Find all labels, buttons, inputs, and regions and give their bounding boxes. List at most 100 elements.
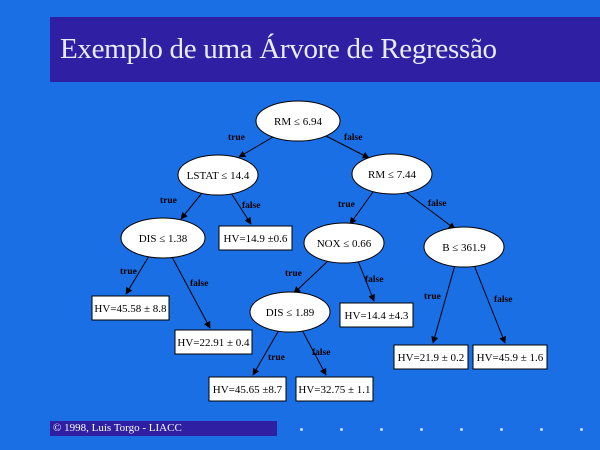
leaf-box <box>174 329 253 355</box>
node-label: HV=45.58 ± 8.8 <box>94 303 167 315</box>
edge-b-3619-to-leaf-459: false <box>473 264 512 344</box>
edge-arrow <box>171 256 211 329</box>
leaf-node-leaf-4565: HV=45.65 ±8.7 <box>208 376 287 402</box>
node-label: HV=14.9 ±0.6 <box>224 233 288 245</box>
decorative-dot <box>460 428 463 431</box>
edge-arrow <box>357 260 375 302</box>
node-label: RM ≤ 6.94 <box>274 116 322 128</box>
edge-lstat-144-to-dis-138: true <box>160 192 203 220</box>
edge-arrow <box>406 192 456 230</box>
footer-bar: © 1998, Luís Torgo - LIACC <box>50 421 277 436</box>
decorative-dot <box>500 428 503 431</box>
leaf-node-leaf-3275: HV=32.75 ± 1.1 <box>295 376 374 402</box>
node-label: HV=45.65 ±8.7 <box>213 384 283 396</box>
test-node-rm-694: RM ≤ 6.94 <box>255 100 341 142</box>
decorative-dot <box>420 428 423 431</box>
node-label: NOX ≤ 0.66 <box>317 238 372 250</box>
node-label: B ≤ 361.9 <box>442 242 486 254</box>
edge-b-3619-to-leaf-219: true <box>424 264 456 344</box>
node-label: HV=22.91 ± 0.4 <box>177 337 250 349</box>
edge-nox-066-to-leaf-144: false <box>357 260 383 302</box>
node-label: DIS ≤ 1.89 <box>266 307 315 319</box>
edge-nox-066-to-dis-189: true <box>285 260 329 294</box>
title-bar: Exemplo de uma Árvore de Regressão <box>50 17 600 82</box>
decorative-dots <box>296 428 596 434</box>
edge-dis-189-to-leaf-4565: true <box>252 329 285 376</box>
test-ellipse <box>303 222 385 264</box>
decorative-dot <box>580 428 583 431</box>
node-label: HV=21.9 ± 0.2 <box>398 352 465 364</box>
edge-label-true: true <box>268 353 285 363</box>
edge-label-true: true <box>160 196 177 206</box>
test-ellipse <box>255 100 341 142</box>
decorative-dot <box>380 428 383 431</box>
edge-lstat-144-to-leaf-149: false <box>230 192 260 225</box>
edge-dis-138-to-leaf-4558: true <box>120 255 150 295</box>
edge-arrow <box>293 260 329 294</box>
edge-dis-189-to-leaf-3275: false <box>301 329 330 376</box>
edge-arrow <box>125 255 150 295</box>
slide-title: Exemplo de uma Árvore de Regressão <box>60 33 497 65</box>
footer-copyright: © 1998, Luís Torgo - LIACC <box>53 422 182 434</box>
leaf-node-leaf-4558: HV=45.58 ± 8.8 <box>91 295 170 321</box>
leaf-box <box>91 295 170 321</box>
edge-arrow <box>230 192 252 225</box>
edge-label-false: false <box>344 133 362 143</box>
edge-dis-138-to-leaf-2291: false <box>171 256 211 329</box>
edge-rm-694-to-lstat-144: true <box>228 133 274 158</box>
leaf-node-leaf-459: HV=45.9 ± 1.6 <box>472 344 548 370</box>
edge-arrow <box>180 192 203 220</box>
node-label: DIS ≤ 1.38 <box>139 233 188 245</box>
node-label: HV=32.75 ± 1.1 <box>298 384 370 396</box>
leaf-node-leaf-219: HV=21.9 ± 0.2 <box>393 344 469 370</box>
edge-arrow <box>238 136 274 158</box>
edge-label-true: true <box>424 292 441 302</box>
edge-label-false: false <box>190 279 208 289</box>
test-node-dis-189: DIS ≤ 1.89 <box>249 291 331 333</box>
edge-label-false: false <box>312 348 330 358</box>
edge-label-false: false <box>428 199 446 209</box>
leaf-box <box>339 302 414 328</box>
leaf-box <box>393 344 469 370</box>
test-ellipse <box>120 217 206 259</box>
edge-arrow <box>252 329 280 376</box>
edge-label-true: true <box>338 200 355 210</box>
edge-label-true: true <box>285 269 302 279</box>
node-label: HV=45.9 ± 1.6 <box>477 352 544 364</box>
leaf-box <box>472 344 548 370</box>
decorative-dot <box>540 428 543 431</box>
edge-label-false: false <box>365 275 383 285</box>
test-node-lstat-144: LSTAT ≤ 14.4 <box>177 154 259 196</box>
leaf-node-leaf-149: HV=14.9 ±0.6 <box>218 225 293 251</box>
edge-rm-694-to-rm-744: false <box>325 133 370 159</box>
test-node-nox-066: NOX ≤ 0.66 <box>303 222 385 264</box>
edge-arrow <box>301 329 327 376</box>
test-node-rm-744: RM ≤ 7.44 <box>351 153 433 195</box>
edge-arrow <box>431 264 456 344</box>
edge-rm-744-to-nox-066: true <box>338 191 374 225</box>
edge-arrow <box>473 264 506 344</box>
edge-arrow <box>349 191 374 225</box>
edge-rm-744-to-b-3619: false <box>406 192 456 230</box>
test-node-b-3619: B ≤ 361.9 <box>423 226 505 268</box>
edge-label-false: false <box>494 295 512 305</box>
test-ellipse <box>351 153 433 195</box>
edge-label-true: true <box>228 133 245 143</box>
test-ellipse <box>423 226 505 268</box>
edge-arrow <box>325 135 370 159</box>
edge-label-false: false <box>242 201 260 211</box>
test-node-dis-138: DIS ≤ 1.38 <box>120 217 206 259</box>
test-ellipse <box>177 154 259 196</box>
decorative-dot <box>340 428 343 431</box>
leaf-node-leaf-144: HV=14.4 ±4.3 <box>339 302 414 328</box>
edge-label-true: true <box>120 267 137 277</box>
decorative-dot <box>300 428 303 431</box>
leaf-box <box>218 225 293 251</box>
leaf-box <box>295 376 374 402</box>
test-ellipse <box>249 291 331 333</box>
node-label: RM ≤ 7.44 <box>368 169 416 181</box>
leaf-node-leaf-2291: HV=22.91 ± 0.4 <box>174 329 253 355</box>
node-label: LSTAT ≤ 14.4 <box>187 170 250 182</box>
